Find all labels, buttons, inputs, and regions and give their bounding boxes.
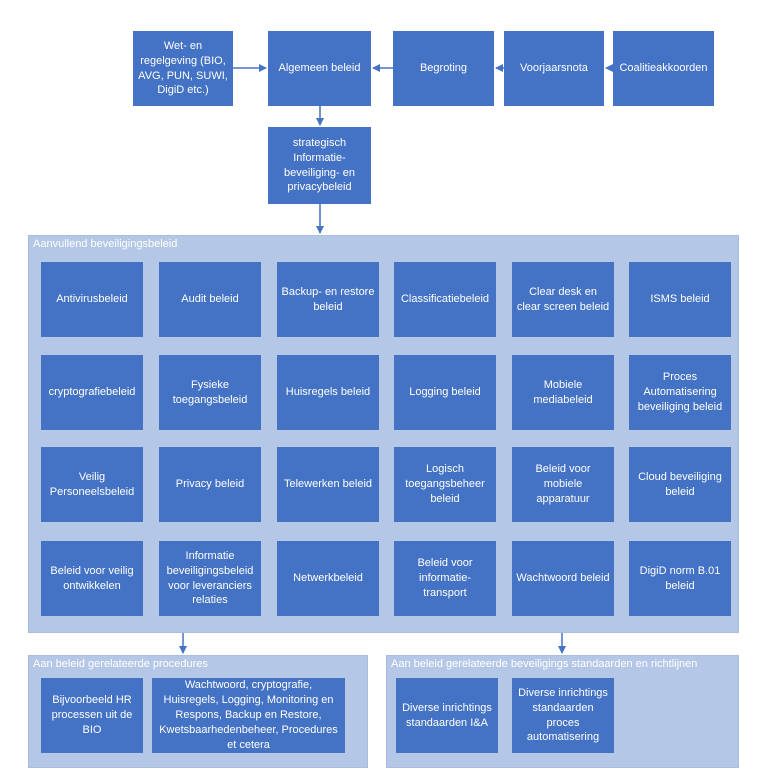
beleid-cryptografie-label: cryptografiebeleid: [48, 386, 136, 399]
beleid-mobiele-media-label: Mobiele mediabeleid: [533, 378, 593, 406]
beleid-logging-box: Logging beleid: [394, 355, 496, 430]
begroting-label: Begroting: [419, 62, 468, 75]
beleid-informatie-transport-label: Beleid voor informatie-transport: [417, 557, 473, 599]
aanvullend-panel: Aanvullend beveiligingsbeleid: [28, 235, 739, 633]
beleid-clear-desk-box: Clear desk en clear screen beleid: [512, 262, 614, 337]
beleid-isms-box: ISMS beleid: [629, 262, 731, 337]
procedure-hr-label: Bijvoorbeeld HR processen uit de BIO: [51, 694, 133, 736]
aanvullend-title: Aanvullend beveiligingsbeleid: [33, 238, 178, 250]
beleid-antivirus-box: Antivirusbeleid: [41, 262, 143, 337]
standaarden-title: Aan beleid gerelateerde beveiligings sta…: [391, 658, 698, 670]
beleid-informatie-transport-box: Beleid voor informatie-transport: [394, 541, 496, 616]
procedure-overig-label: Wachtwoord, cryptografie, Huisregels, Lo…: [159, 679, 338, 751]
standaard-proces-label: Diverse inrichtings standaarden proces a…: [518, 686, 608, 744]
beleid-veilig-personeel-box: Veilig Personeelsbeleid: [41, 447, 143, 522]
beleid-isms-label: ISMS beleid: [650, 293, 710, 306]
beleid-backup-restore-label: Backup- en restore beleid: [281, 285, 375, 313]
standaard-ia-label: Diverse inrichtings standaarden I&A: [402, 701, 492, 729]
beleid-wachtwoord-label: Wachtwoord beleid: [516, 572, 610, 585]
beleid-netwerk-box: Netwerkbeleid: [277, 541, 379, 616]
procedures-title: Aan beleid gerelateerde procedures: [33, 658, 208, 670]
beleid-veilig-personeel-label: Veilig Personeelsbeleid: [49, 470, 135, 498]
beleid-cloud-beveiliging-label: Cloud beveiliging beleid: [638, 470, 722, 498]
beleid-fysieke-toegang-box: Fysieke toegangsbeleid: [159, 355, 261, 430]
beleid-veilig-ontwikkelen-label: Beleid voor veilig ontwikkelen: [50, 564, 134, 592]
beleid-digid-norm-label: DigiD norm B.01 beleid: [639, 564, 721, 592]
beleid-logging-label: Logging beleid: [409, 386, 481, 399]
beleid-privacy-box: Privacy beleid: [159, 447, 261, 522]
procedure-overig-box: Wachtwoord, cryptografie, Huisregels, Lo…: [152, 678, 345, 753]
beleid-wachtwoord-box: Wachtwoord beleid: [512, 541, 614, 616]
beleid-logisch-toegangsbeheer-box: Logisch toegangsbeheer beleid: [394, 447, 496, 522]
beleid-digid-norm-box: DigiD norm B.01 beleid: [629, 541, 731, 616]
beleid-antivirus-label: Antivirusbeleid: [56, 293, 128, 306]
beleid-telewerken-label: Telewerken beleid: [283, 478, 373, 491]
begroting-box: Begroting: [393, 31, 494, 106]
coalitieakkoorden-label: Coalitieakkoorden: [619, 62, 708, 75]
wetgeving-label: Wet- en regelgeving (BIO, AVG, PUN, SUWI…: [138, 39, 228, 97]
beleid-logisch-toegangsbeheer-label: Logisch toegangsbeheer beleid: [405, 463, 485, 505]
standaard-ia-box: Diverse inrichtings standaarden I&A: [396, 678, 498, 753]
beleid-cryptografie-box: cryptografiebeleid: [41, 355, 143, 430]
beleid-proces-automatisering-box: Proces Automatisering beveiliging beleid: [629, 355, 731, 430]
beleid-audit-box: Audit beleid: [159, 262, 261, 337]
strategisch-label: strategisch Informatie-beveiliging- en p…: [284, 136, 355, 194]
beleid-leveranciers-relaties-box: Informatie beveiligingsbeleid voor lever…: [159, 541, 261, 616]
coalitieakkoorden-box: Coalitieakkoorden: [613, 31, 714, 106]
beleid-mobiele-apparatuur-box: Beleid voor mobiele apparatuur: [512, 447, 614, 522]
beleid-privacy-label: Privacy beleid: [175, 478, 245, 491]
procedure-hr-box: Bijvoorbeeld HR processen uit de BIO: [41, 678, 143, 753]
algemeen-beleid-box: Algemeen beleid: [268, 31, 371, 106]
beleid-clear-desk-label: Clear desk en clear screen beleid: [516, 285, 610, 313]
beleid-audit-label: Audit beleid: [181, 293, 239, 306]
beleid-huisregels-box: Huisregels beleid: [277, 355, 379, 430]
voorjaarsnota-box: Voorjaarsnota: [504, 31, 604, 106]
standaard-proces-box: Diverse inrichtings standaarden proces a…: [512, 678, 614, 753]
voorjaarsnota-label: Voorjaarsnota: [520, 62, 588, 75]
beleid-cloud-beveiliging-box: Cloud beveiliging beleid: [629, 447, 731, 522]
algemeen-beleid-label: Algemeen beleid: [278, 62, 361, 75]
beleid-huisregels-label: Huisregels beleid: [285, 386, 371, 399]
wetgeving-box: Wet- en regelgeving (BIO, AVG, PUN, SUWI…: [133, 31, 233, 106]
beleid-veilig-ontwikkelen-box: Beleid voor veilig ontwikkelen: [41, 541, 143, 616]
beleid-netwerk-label: Netwerkbeleid: [293, 572, 363, 585]
beleid-backup-restore-box: Backup- en restore beleid: [277, 262, 379, 337]
beleid-proces-automatisering-label: Proces Automatisering beveiliging beleid: [637, 371, 723, 413]
beleid-telewerken-box: Telewerken beleid: [277, 447, 379, 522]
beleid-mobiele-media-box: Mobiele mediabeleid: [512, 355, 614, 430]
beleid-classificatie-box: Classificatiebeleid: [394, 262, 496, 337]
beleid-classificatie-label: Classificatiebeleid: [400, 293, 490, 306]
beleid-leveranciers-relaties-label: Informatie beveiligingsbeleid voor lever…: [166, 549, 254, 607]
beleid-fysieke-toegang-label: Fysieke toegangsbeleid: [172, 378, 248, 406]
beleid-mobiele-apparatuur-label: Beleid voor mobiele apparatuur: [535, 463, 591, 505]
strategisch-box: strategisch Informatie-beveiliging- en p…: [268, 127, 371, 204]
